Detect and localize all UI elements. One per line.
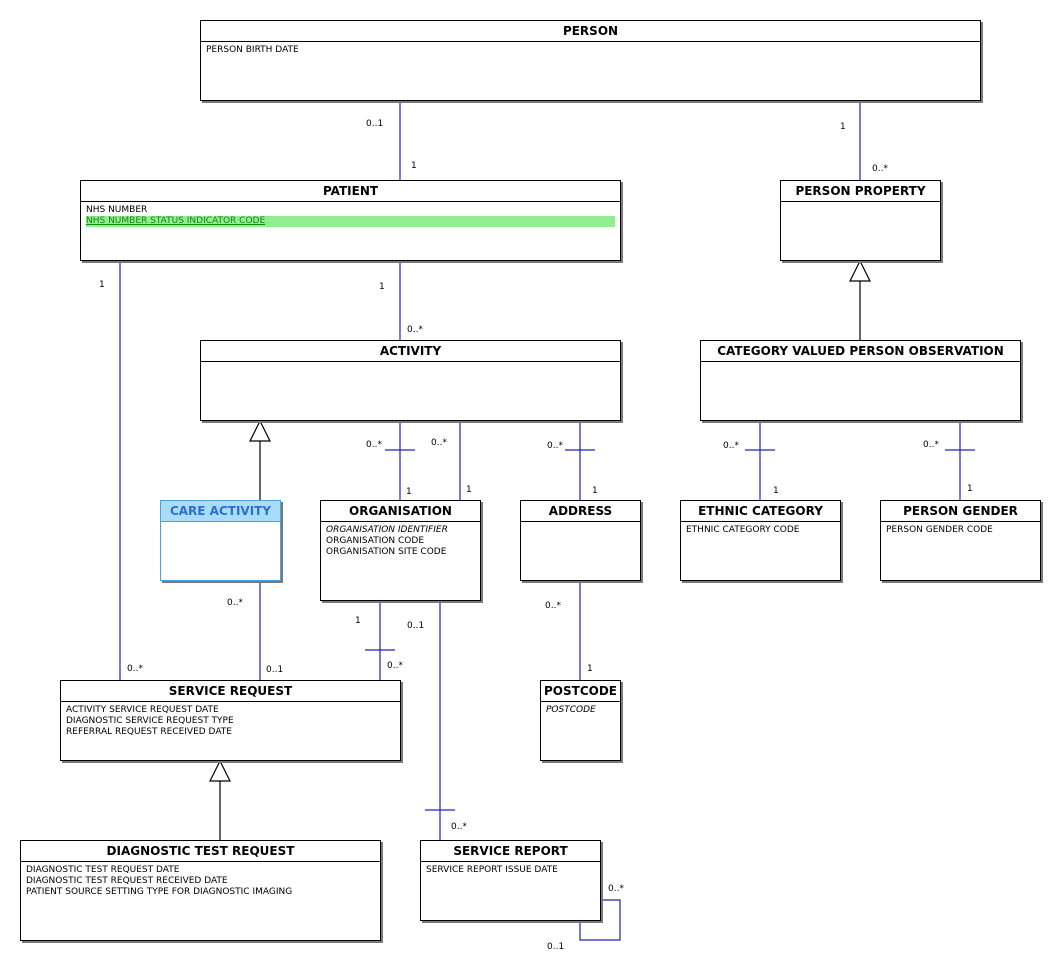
entity-title: PERSON PROPERTY	[781, 181, 940, 202]
attribute-patient-source-setting-type: PATIENT SOURCE SETTING TYPE FOR DIAGNOST…	[26, 887, 293, 897]
attribute-organisation-code: ORGANISATION CODE	[326, 536, 425, 546]
cardinality-label: 1	[355, 616, 361, 626]
cardinality-label: 0..*	[547, 441, 563, 451]
attribute-referral-request-received-date: REFERRAL REQUEST RECEIVED DATE	[66, 727, 232, 737]
cardinality-label: 0..*	[127, 664, 143, 674]
cardinality-label: 0..*	[872, 164, 888, 174]
cardinality-label: 0..*	[431, 438, 447, 448]
attribute-diagnostic-test-request-date: DIAGNOSTIC TEST REQUEST DATE	[26, 865, 180, 875]
entity-title: SERVICE REPORT	[421, 841, 600, 862]
cardinality-label: 1	[773, 486, 779, 496]
entity-diagnostic-test-request[interactable]: DIAGNOSTIC TEST REQUEST DIAGNOSTIC TEST …	[20, 840, 381, 941]
entity-ethnic-category[interactable]: ETHNIC CATEGORY ETHNIC CATEGORY CODE	[680, 500, 841, 581]
attribute-nhs-number-status-indicator-code[interactable]: NHS NUMBER STATUS INDICATOR CODE	[86, 216, 615, 227]
attribute-organisation-site-code: ORGANISATION SITE CODE	[326, 547, 447, 557]
entity-title: ACTIVITY	[201, 341, 620, 362]
cardinality-label: 1	[99, 280, 105, 290]
entity-person-gender[interactable]: PERSON GENDER PERSON GENDER CODE	[880, 500, 1041, 581]
attribute-person-gender-code: PERSON GENDER CODE	[886, 525, 993, 535]
cardinality-label: 0..*	[545, 601, 561, 611]
entity-activity[interactable]: ACTIVITY	[200, 340, 621, 421]
attribute-activity-service-request-date: ACTIVITY SERVICE REQUEST DATE	[66, 705, 219, 715]
cardinality-label: 0..*	[923, 440, 939, 450]
entity-service-request[interactable]: SERVICE REQUEST ACTIVITY SERVICE REQUEST…	[60, 680, 401, 761]
cardinality-label: 1	[466, 485, 472, 495]
cardinality-label: 0..1	[407, 621, 425, 631]
entity-title: DIAGNOSTIC TEST REQUEST	[21, 841, 380, 862]
entity-title: CARE ACTIVITY	[161, 501, 280, 522]
cardinality-label: 1	[379, 282, 385, 292]
attribute-nhs-number: NHS NUMBER	[86, 205, 148, 215]
generalisation-arrow-service-request	[209, 759, 231, 782]
entity-title: PERSON	[201, 21, 980, 42]
cardinality-label: 0..*	[387, 661, 403, 671]
cardinality-label: 1	[967, 484, 973, 494]
entity-title: CATEGORY VALUED PERSON OBSERVATION	[701, 341, 1020, 362]
cardinality-label: 0..*	[227, 598, 243, 608]
generalisation-arrow-person-property	[849, 259, 871, 282]
cardinality-label: 0..1	[266, 665, 284, 675]
attribute-diagnostic-test-request-received-date: DIAGNOSTIC TEST REQUEST RECEIVED DATE	[26, 876, 228, 886]
attribute-ethnic-category-code: ETHNIC CATEGORY CODE	[686, 525, 800, 535]
generalisation-arrow-activity	[249, 419, 271, 442]
cardinality-label: 0..1	[547, 942, 565, 952]
entity-title: PERSON GENDER	[881, 501, 1040, 522]
cardinality-label: 0..*	[608, 884, 624, 894]
cardinality-label: 0..*	[366, 440, 382, 450]
attribute-organisation-identifier: ORGANISATION IDENTIFIER	[326, 525, 448, 535]
entity-title: PATIENT	[81, 181, 620, 202]
entity-title: ETHNIC CATEGORY	[681, 501, 840, 522]
cardinality-label: 1	[592, 486, 598, 496]
entity-care-activity[interactable]: CARE ACTIVITY	[160, 500, 281, 581]
entity-category-valued-person-observation[interactable]: CATEGORY VALUED PERSON OBSERVATION	[700, 340, 1021, 421]
entity-title: SERVICE REQUEST	[61, 681, 400, 702]
relationship-line-service-report-self	[579, 899, 621, 941]
entity-address[interactable]: ADDRESS	[520, 500, 641, 581]
cardinality-label: 0..*	[407, 325, 423, 335]
attribute-postcode: POSTCODE	[546, 705, 596, 715]
cardinality-label: 1	[411, 161, 417, 171]
entity-patient[interactable]: PATIENT NHS NUMBER NHS NUMBER STATUS IND…	[80, 180, 621, 261]
entity-postcode[interactable]: POSTCODE POSTCODE	[540, 680, 621, 761]
entity-title: POSTCODE	[541, 681, 620, 702]
entity-person-property[interactable]: PERSON PROPERTY	[780, 180, 941, 261]
cardinality-label: 1	[406, 487, 412, 497]
attribute-diagnostic-service-request-type: DIAGNOSTIC SERVICE REQUEST TYPE	[66, 716, 234, 726]
entity-title: ORGANISATION	[321, 501, 480, 522]
entity-person[interactable]: PERSON PERSON BIRTH DATE	[200, 20, 981, 101]
attribute-service-report-issue-date: SERVICE REPORT ISSUE DATE	[426, 865, 558, 875]
cardinality-label: 0..1	[366, 119, 384, 129]
cardinality-label: 0..*	[723, 441, 739, 451]
entity-service-report[interactable]: SERVICE REPORT SERVICE REPORT ISSUE DATE	[420, 840, 601, 921]
attribute-person-birth-date: PERSON BIRTH DATE	[206, 45, 299, 55]
cardinality-label: 1	[840, 122, 846, 132]
cardinality-label: 0..*	[451, 822, 467, 832]
cardinality-label: 1	[587, 664, 593, 674]
entity-organisation[interactable]: ORGANISATION ORGANISATION IDENTIFIER ORG…	[320, 500, 481, 601]
entity-title: ADDRESS	[521, 501, 640, 522]
